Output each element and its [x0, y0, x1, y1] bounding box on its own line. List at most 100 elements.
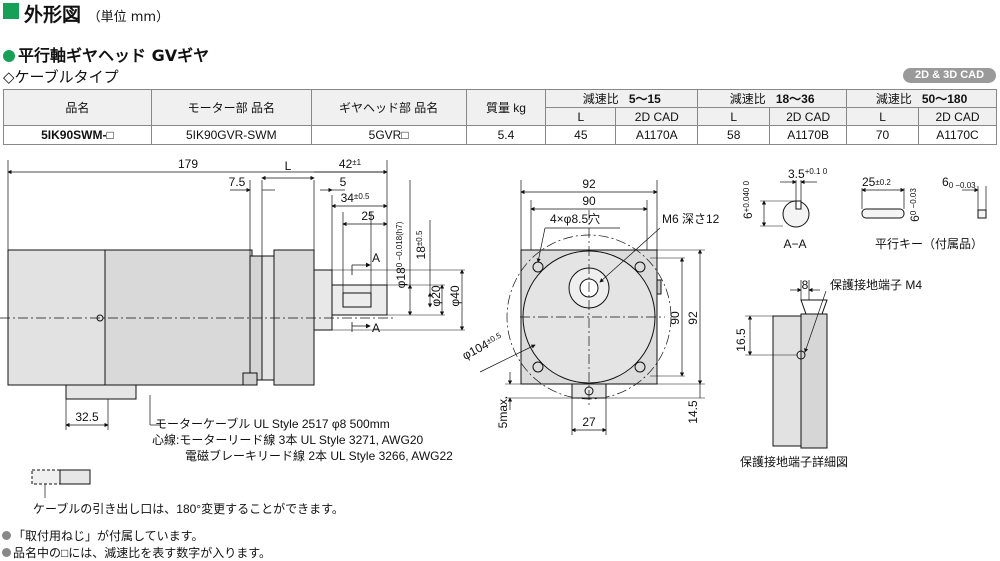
th-L-1: L	[545, 107, 617, 126]
cable-spec-3: 電磁ブレーキリード線 2本 UL Style 3266, AWG22	[185, 448, 453, 463]
cell-L2: 58	[697, 125, 771, 145]
th-cad-1: 2D CAD	[615, 107, 699, 126]
table-row: 5IK90SWM-□ 5IK90GVR-SWM 5GVR□ 5.4 45 A11…	[3, 125, 997, 145]
cable-box	[65, 384, 137, 400]
dim-5: 5	[340, 175, 347, 189]
ratio-label: 減速比	[729, 92, 766, 106]
th-L-3: L	[846, 107, 919, 126]
section-aa	[760, 179, 817, 228]
cell-mass: 5.4	[465, 125, 547, 145]
front-dim-92: 92	[582, 177, 596, 191]
tap-spec: M6 深さ12	[662, 212, 720, 226]
note-2: 品名中の□には、減速比を表す数字が入ります。	[2, 544, 271, 561]
ratio-label: 減速比	[875, 92, 912, 106]
dim-7-5: 7.5	[229, 175, 246, 189]
note-1-text: 「取付用ねじ」が付属しています。	[13, 529, 204, 543]
mount-hole-icon	[532, 361, 544, 373]
th-ratio-1: 減速比 5～15	[545, 89, 699, 108]
aa-dim-6: 6+0.040 0	[741, 180, 755, 219]
section-a-top: A	[372, 251, 380, 265]
front-dim-5max: 5max.	[496, 396, 510, 429]
aa-label: A−A	[783, 237, 806, 251]
front-dim-90-v: 90	[668, 311, 682, 325]
dim-phi40: φ40	[448, 285, 462, 306]
cell-product: 5IK90SWM-□	[3, 125, 152, 145]
aa-dim-3-5: 3.5+0.1 0	[788, 167, 828, 181]
dim-phi20: φ20	[429, 285, 443, 306]
th-product: 品名	[3, 89, 152, 126]
key-end-view	[977, 209, 987, 219]
motor-body	[104, 249, 253, 386]
cable-type-heading: ◇ケーブルタイプ	[3, 68, 119, 86]
shaft-key	[342, 292, 372, 308]
dim-18: 18±0.5	[414, 230, 428, 259]
front-dim-27: 27	[582, 415, 596, 429]
hole-spec: 4×φ8.5穴	[550, 211, 600, 226]
th-gearhead: ギヤヘッド部 品名	[310, 89, 467, 126]
side-view	[0, 160, 465, 498]
th-L-2: L	[697, 107, 771, 126]
key-shape	[861, 208, 905, 219]
th-motor: モーター部 品名	[150, 89, 312, 126]
cell-L1: 45	[545, 125, 617, 145]
gearhead-boss	[313, 269, 333, 331]
cell-gearhead: 5GVR□	[310, 125, 467, 145]
dim-L: L	[285, 159, 292, 173]
ground-terminal-detail	[745, 280, 828, 449]
th-mass: 質量 kg	[465, 89, 547, 126]
cell-L3: 70	[846, 125, 919, 145]
ratio-range: 5～15	[628, 92, 661, 106]
output-shaft	[331, 284, 388, 316]
ground-terminal	[242, 372, 258, 386]
cable-spec-2: 心線:モーターリード線 3本 UL Style 3271, AWG20	[152, 432, 424, 447]
bullet-icon	[2, 531, 11, 540]
key-dim-6: 60 −0.03	[908, 188, 922, 222]
gt-terminal-label: 保護接地端子 M4	[830, 277, 922, 292]
product-line-text: 平行軸ギヤヘッド GVギヤ	[18, 46, 210, 65]
green-dot-icon	[3, 50, 15, 62]
dim-42: 42±1	[339, 157, 362, 171]
note-1: 「取付用ねじ」が付属しています。	[2, 527, 203, 544]
front-view	[479, 180, 705, 435]
cad-badge[interactable]: 2D & 3D CAD	[903, 68, 996, 83]
pcd-spec: φ104±0.5	[460, 330, 505, 363]
gearhead-body	[273, 249, 315, 386]
gt-dim-16-5: 16.5	[734, 328, 748, 352]
gt-dim-8: 8	[802, 278, 809, 292]
gt-detail-label: 保護接地端子詳細図	[740, 454, 848, 469]
bullet-icon	[2, 548, 11, 557]
page-title: 外形図 （単位 mm）	[24, 0, 169, 27]
dim-34: 34±0.5	[341, 191, 370, 205]
note-2-text: 品名中の□には、減速比を表す数字が入ります。	[13, 546, 272, 560]
cell-cad2[interactable]: A1170B	[769, 125, 848, 145]
th-cad-3: 2D CAD	[918, 107, 997, 126]
dim-25: 25	[361, 209, 375, 223]
product-line-heading: 平行軸ギヤヘッド GVギヤ	[3, 42, 209, 66]
unit-text: （単位 mm）	[87, 10, 170, 25]
motor-rear-cap	[7, 249, 106, 386]
mount-hole-icon	[634, 261, 646, 273]
title-text: 外形図	[24, 4, 82, 26]
cell-cad3[interactable]: A1170C	[918, 125, 997, 145]
key-dim-25: 25±0.2	[862, 175, 891, 189]
key-label: 平行キー（付属品）	[875, 237, 983, 251]
title-marker	[3, 3, 19, 19]
front-dim-14-5: 14.5	[686, 400, 700, 424]
ratio-range: 50～180	[921, 92, 968, 106]
parallel-key	[861, 186, 987, 219]
dim-phi18-h7: φ180 −0.018(h7)	[394, 221, 408, 288]
alt-cable-outlet	[59, 469, 91, 485]
cable-spec-1: モーターケーブル UL Style 2517 φ8 500mm	[155, 416, 390, 431]
cell-cad1[interactable]: A1170A	[615, 125, 699, 145]
alt-cable-box	[31, 469, 61, 485]
th-ratio-3: 減速比 50～180	[846, 89, 997, 108]
cell-motor: 5IK90GVR-SWM	[150, 125, 312, 145]
front-dim-90: 90	[582, 194, 596, 208]
front-dim-92-v: 92	[686, 311, 700, 325]
spec-table: 品名 モーター部 品名 ギヤヘッド部 品名 質量 kg 減速比 5～15 減速比…	[3, 89, 997, 145]
dim-179: 179	[178, 157, 198, 171]
terminal-plate	[800, 313, 828, 449]
section-a-bottom: A	[372, 321, 380, 335]
ratio-range: 18～36	[775, 92, 815, 106]
